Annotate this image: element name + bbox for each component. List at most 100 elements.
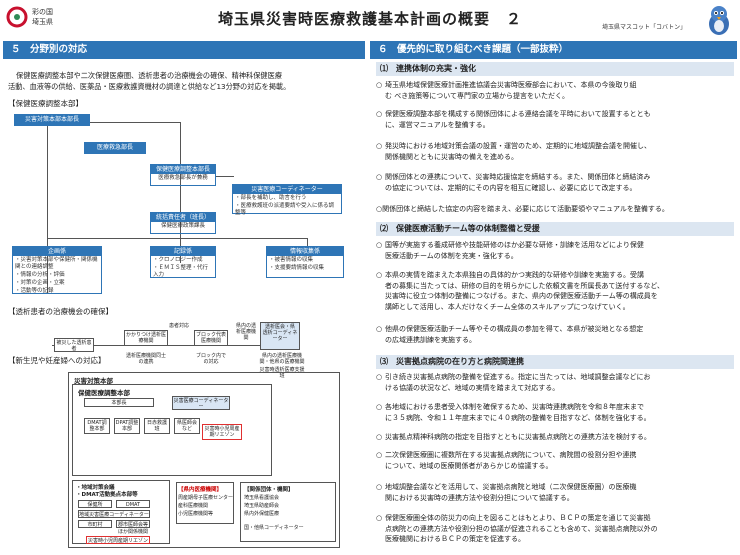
dialysis-coordinator-label: 透析コーディネーター [262,330,298,342]
info-line: ・被害情報の収集 [269,257,314,263]
block-rep-cell: ブロック代表医療機関 [194,330,228,346]
list-item: ○保健医療調整本部を構成する関係団体による連絡会議を平時において設置するとともに… [376,110,651,129]
manager-box: 統括責任者（班長） 保健医療政策課長 [150,212,216,234]
kobaton-mascot-icon [709,6,729,35]
medical-assoc-cell: 県医師会など [174,418,200,434]
intro-line: 活動、血液等の供給、医薬品・医療救護資機材の調達と供給など13分野の対応を掲載。 [8,82,291,91]
planning-line: ・情報の分析・評価 [15,272,65,278]
medical-team-box: 医療救急部長 [84,142,146,154]
neonatal-frame [68,372,340,548]
perinatal-line: 周産期母子医療センター [178,495,234,501]
subsection-3-title: ⑶ 災害拠点病院の在り方と病院間連携 [376,355,734,369]
coord-hq-label: 保健医療調整本部長 [151,165,215,174]
records-line: ・クロノロジー作成 [153,257,203,263]
page-title: 埼玉県災害時医療救護基本計画の概要 ２ [217,10,522,28]
planning-line: ・活動等の記録 [15,288,54,294]
saitama-emblem-icon [6,6,28,28]
section-6-heading: ６ 優先的に取り組むべき課題（一部抜粋） [370,41,737,59]
related-line: 埼玉県助産師会 [244,503,280,509]
neonatal-coord-title: 保健医療調整本部 [78,389,130,397]
related-line: 県内外保健医療 [244,511,280,517]
perinatal-head: 【県内医療機関】 [178,487,223,493]
planning-line: ・対策の企画・立案 [15,280,65,286]
logo-text-line2: 埼玉県 [32,18,53,26]
dialysis-patient-cell: 被災した透析患者 [54,338,94,352]
perinatal-line: 産科医療機関 [178,503,209,509]
list-item: ○二次保健医療圏に複数所在する災害拠点病院について、病院間の役割分担や連携につい… [376,451,637,470]
section-5-heading: ５ 分野別の対応 [3,41,365,59]
manager-label: 統括責任者（班長） [151,213,215,222]
intro-line: 保健医療調整本部や二次保健医療圏、透析患者の治療機会の確保、精神科保健医療 [16,71,282,80]
dialysis-note-cell: 透析医療機関同士の連携 [125,353,166,365]
coord-hq-box: 保健医療調整本部長 医療救急部長が兼務 [150,164,216,186]
red-cross-cell: 日赤救護班 [144,418,170,434]
related-head: 【関係団体・機関】 [244,487,294,493]
local-council-label: ・地域対策会議 [76,485,115,491]
info-line: ・支援要請情報の収集 [269,265,325,271]
coordinator-line: ・医療救護班の派遣要請や受入に係る調整等 [235,203,335,216]
related-frame [240,482,336,542]
support-team-cell: 災害時透析医療支援班 [259,367,305,379]
perinatal-frame [176,482,234,524]
list-item: ○埼玉県地域保健医療計画推進協議会災害時医療部会において、本県の今後取り組む べ… [376,81,637,100]
mascot-label: 埼玉県マスコット「コバトン」 [602,24,687,31]
coord-hq-sub: 医療救急部長が兼務 [158,175,208,181]
municipality-cell: 市町村 [78,520,112,528]
info-box: 情報収集係 ・被害情報の収集 ・支援要請情報の収集 [266,246,344,278]
disaster-hq-label: 災害対策本部本部長 [15,115,89,124]
records-box: 記録係 ・クロノロジー作成 ・ＥＭＩＳ整理・代行入力 [150,246,216,278]
neonatal-liaison-cell: 災害時小児周産期リエゾン [202,424,242,440]
list-item: ○関係団体との連携について、災害時応援協定を締結する。また、関係団体と締結済みの… [376,173,651,192]
health-center-cell: 保健所 [78,500,112,508]
page-header: 彩の国 埼玉県 埼玉県災害時医療救護基本計画の概要 ２ 埼玉県マスコット「コバト… [0,0,740,36]
local-medical-assoc-cell: 郡市医師会等 [116,520,150,528]
dpat-hq-cell: DPAT調整本部 [114,418,140,434]
info-label: 情報収集係 [267,247,343,256]
related-line: 国・他県コーディネーター [244,525,304,531]
subsection-1-title: ⑴ 連携体制の充実・強化 [376,62,734,76]
logo-text-line1: 彩の国 [32,8,53,16]
neonatal-diagram-label: 【新生児や妊産婦への対応】 [8,356,106,365]
patient-response-cell: 患者対応 [168,323,189,329]
list-item: ○他県の保健医療活動チーム等やその構成員の参加を得て、本県が被災地となる想定の広… [376,325,644,344]
local-coordinator-cell: 地域災害医療コーディネーター [78,510,150,518]
manager-sub: 保健医療政策課長 [160,223,205,229]
other-orgs-cell: ほか関係機関 [116,528,150,535]
home-dialysis-cell: かかりつけ透析医療機関 [124,330,168,346]
saitama-logo: 彩の国 埼玉県 [6,4,62,30]
dialysis-association-cell: 透析医会・県 透析コーディネーター [260,322,300,350]
coordinator-line: ・部長を補助し、助言を行う [235,195,307,201]
dialysis-association-label: 透析医会・県 [264,324,295,330]
dmat-base-label: ・DMAT活動拠点本部等 [76,492,138,498]
neonatal-chief-cell: 本部長 [84,398,154,407]
records-line: ・ＥＭＩＳ整理・代行入力 [153,265,209,278]
list-item: ○各地域における患者受入体制を確保するため、災害時連携病院を令和８年度末までに３… [376,403,651,422]
list-item: ○発災時における地域対策会議の設置・運営のため、定期的に地域調整会議を開催し、関… [376,142,651,161]
block-response-cell: ブロック内での対応 [195,353,226,365]
other-pref-cell: 県内の透析医療機関・他県の医療機関 [259,353,305,365]
list-item: ○保健医療圏全体の防災力の向上を図ることはもとより、ＢＣＰの策定を通じて災害拠点… [376,514,658,543]
planning-box: 企画係 ・災害対策本部や保健所・関係機関との連絡調整 ・情報の分析・評価 ・対策… [12,246,102,294]
coordinator-box: 災害医療コーディネーター ・部長を補助し、助言を行う ・医療救護班の派遣要請や受… [232,184,342,216]
neonatal-frame-title: 災害対策本部 [74,377,113,385]
section-5-intro: 保健医療調整本部や二次保健医療圏、透析患者の治療機会の確保、精神科保健医療 活動… [8,70,360,92]
dmat-cell: DMAT [116,500,150,508]
list-item: ○地域調整会議などを活用して、災害拠点病院と地域（二次保健医療圏）の医療機関にお… [376,483,637,502]
coordinator-label: 災害医療コーディネーター [233,185,341,194]
disaster-hq-box: 災害対策本部本部長 [14,114,90,126]
planning-line: ・災害対策本部や保健所・関係機関との連絡調整 [15,257,98,270]
neonatal-coord-frame [72,384,272,476]
list-item: ○関係団体と締結した協定の内容を踏まえ、必要に応じて活動要領やマニュアルを整備す… [376,205,669,213]
list-item: ○災害拠点精神科病院の指定を目指すとともに災害拠点病院との連携方法を検討する。 [376,433,651,441]
list-item: ○本県の実情を踏まえた本県独自の具体的かつ実践的な研修や訓練を実施する。受講者の… [376,271,665,311]
local-liaison-cell: 災害時小児周産期リエゾン [86,536,150,544]
perinatal-line: 小児医療機関等 [178,511,214,517]
dmat-hq-cell: DMAT調整本部 [84,418,110,434]
hq-diagram-label: 【保健医療調整本部】 [8,99,83,108]
medical-team-label: 医療救急部長 [85,143,145,152]
list-item: ○引き続き災害拠点病院の整備を促進する。指定に当たっては、地域調整会議などにおけ… [376,373,651,392]
list-item: ○国等が実施する養成研修や技能研修のほか必要な研修・訓練を活用などにより保健医療… [376,241,644,260]
neonatal-coordinator-cell: 災害医療コーディネーター [172,396,230,410]
records-label: 記録係 [151,247,215,256]
subsection-2-title: ⑵ 保健医療活動チーム等の体制整備と受援 [376,222,734,236]
